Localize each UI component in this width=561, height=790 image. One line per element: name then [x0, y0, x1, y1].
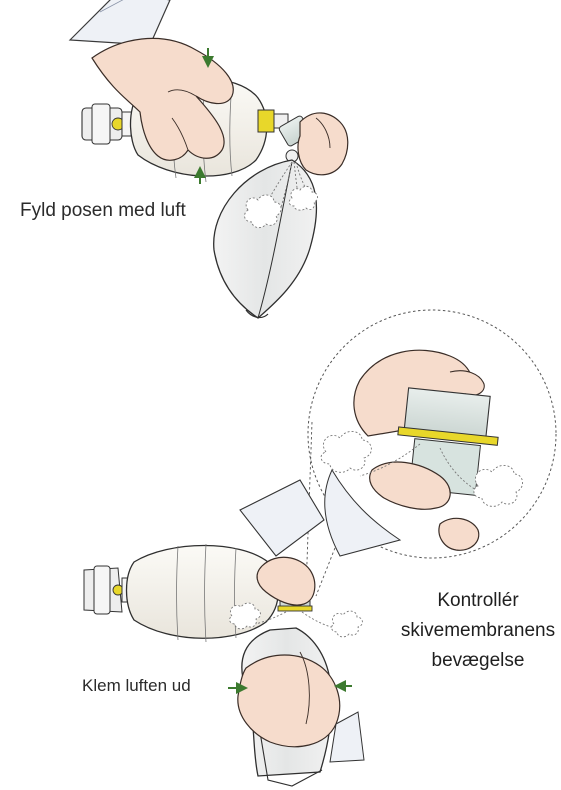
bottom-scene: [84, 310, 556, 786]
air-puff-icon: [332, 611, 363, 637]
check-membrane-label: Kontrollér skivemembranens bevægelse: [398, 586, 558, 676]
check-label-line-1: Kontrollér: [398, 586, 558, 616]
zoom-detail-circle: [306, 310, 556, 596]
top-reservoir-bag: [214, 160, 317, 318]
top-scene: [70, 0, 348, 318]
check-label-line-2: skivemembranens: [398, 616, 558, 646]
squeeze-out-label: Klem luften ud: [82, 676, 191, 696]
fill-bag-label: Fyld posen med luft: [20, 200, 186, 222]
top-hand-on-bag: [92, 38, 233, 160]
bottom-upper-sleeve: [240, 480, 324, 556]
check-label-line-3: bevægelse: [398, 646, 558, 676]
top-hand-on-valve: [298, 113, 348, 175]
